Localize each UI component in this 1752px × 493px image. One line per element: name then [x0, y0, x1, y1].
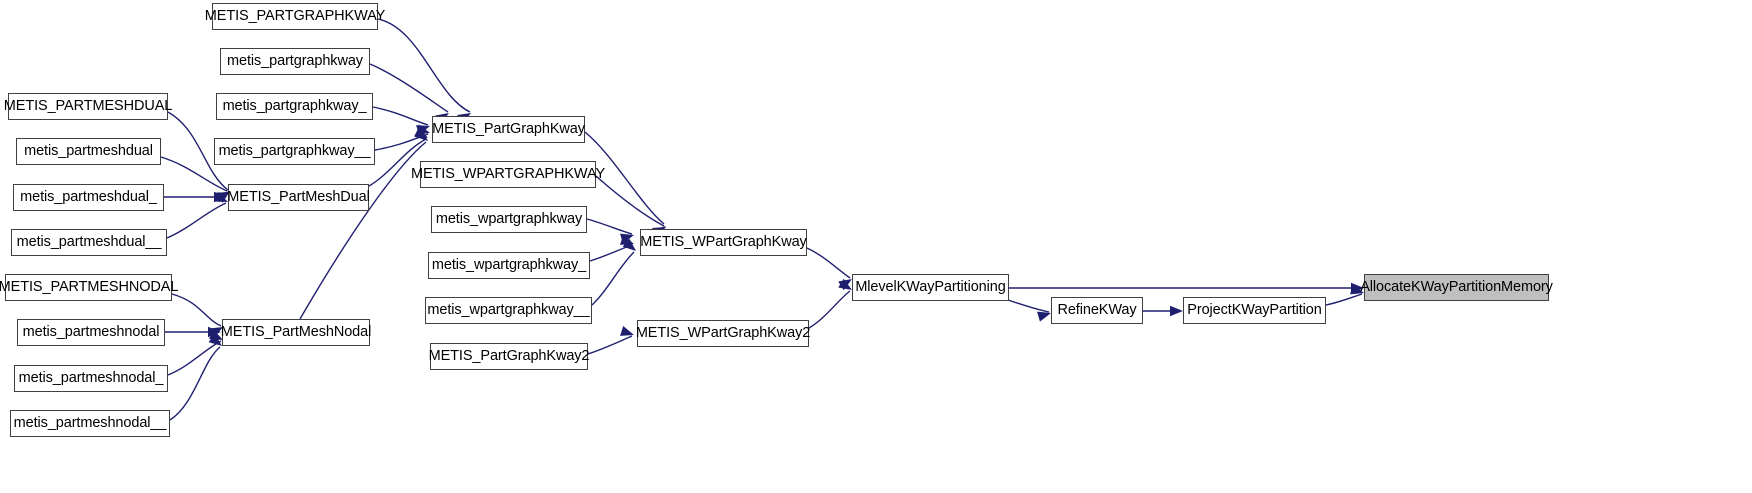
- graph-node-label: metis_partgraphkway__: [218, 143, 371, 160]
- graph-node-label: metis_partmeshnodal__: [13, 415, 167, 432]
- call-edge: [167, 340, 222, 376]
- call-edge: [171, 293, 222, 327]
- graph-node-label: metis_wpartgraphkway_: [431, 257, 587, 274]
- graph-node-label: metis_wpartgraphkway__: [427, 302, 590, 319]
- graph-node-label: METIS_PARTMESHNODAL: [0, 279, 179, 296]
- call-edge: [589, 244, 633, 262]
- graph-node-metis-partmeshdual[interactable]: metis_partmeshdual_: [13, 184, 164, 211]
- graph-node-label: METIS_WPartGraphKway: [640, 234, 807, 251]
- call-edge: [166, 202, 227, 239]
- graph-node-label: ProjectKWayPartition: [1187, 302, 1322, 319]
- graph-node-label: metis_partmeshdual__: [16, 234, 162, 251]
- graph-node-metis-partmeshnodal[interactable]: METIS_PartMeshNodal: [221, 319, 371, 346]
- graph-node-metis-partmeshnodal[interactable]: metis_partmeshnodal: [17, 319, 165, 346]
- graph-node-label: METIS_PARTMESHDUAL: [3, 98, 173, 115]
- graph-node-metis-wpartgraphkway2[interactable]: METIS_WPartGraphKway2: [636, 320, 810, 347]
- graph-node-label: MlevelKWayPartitioning: [855, 279, 1006, 296]
- graph-node-metis-partmeshdual[interactable]: METIS_PartMeshDual: [227, 184, 370, 211]
- call-edge: [806, 247, 851, 279]
- call-edge: [369, 63, 449, 113]
- graph-node-metis-wpartgraphkway[interactable]: metis_wpartgraphkway__: [425, 297, 592, 324]
- graph-node-mlevelkwaypartitioning[interactable]: MlevelKWayPartitioning: [852, 274, 1009, 301]
- call-edge: [1325, 293, 1363, 306]
- graph-node-projectkwaypartition[interactable]: ProjectKWayPartition: [1183, 297, 1326, 324]
- call-edge: [808, 290, 851, 329]
- graph-node-label: METIS_WPartGraphKway2: [635, 325, 811, 342]
- graph-node-metis-wpartgraphkway[interactable]: METIS_WPARTGRAPHKWAY: [411, 161, 605, 188]
- graph-node-label: RefineKWay: [1057, 302, 1137, 319]
- graph-node-metis-partmeshnodal[interactable]: METIS_PARTMESHNODAL: [0, 274, 178, 301]
- call-edge: [591, 251, 635, 306]
- edge-arrowhead: [620, 233, 634, 244]
- graph-node-metis-partmeshdual[interactable]: metis_partmeshdual: [16, 138, 161, 165]
- call-edge: [595, 175, 665, 227]
- graph-node-label: METIS_PARTGRAPHKWAY: [204, 8, 386, 25]
- call-edge: [377, 18, 471, 113]
- graph-node-metis-partgraphkway[interactable]: metis_partgraphkway: [220, 48, 370, 75]
- graph-node-metis-wpartgraphkway[interactable]: metis_wpartgraphkway: [431, 206, 587, 233]
- graph-node-label: metis_partmeshnodal_: [18, 370, 164, 387]
- graph-node-label: METIS_WPARTGRAPHKWAY: [410, 166, 606, 183]
- graph-node-metis-partgraphkway[interactable]: metis_partgraphkway__: [214, 138, 375, 165]
- edge-arrowhead: [620, 235, 634, 245]
- call-edge: [586, 218, 633, 235]
- graph-node-label: AllocateKWayPartitionMemory: [1360, 279, 1553, 296]
- graph-node-label: METIS_PartMeshNodal: [220, 324, 372, 341]
- graph-node-metis-partmeshdual[interactable]: METIS_PARTMESHDUAL: [4, 93, 172, 120]
- graph-node-metis-partmeshnodal[interactable]: metis_partmeshnodal_: [14, 365, 168, 392]
- graph-node-metis-partmeshnodal[interactable]: metis_partmeshnodal__: [10, 410, 170, 437]
- graph-node-metis-partgraphkway[interactable]: METIS_PartGraphKway: [432, 116, 585, 143]
- graph-node-metis-partmeshdual[interactable]: metis_partmeshdual__: [11, 229, 167, 256]
- graph-node-metis-partgraphkway2[interactable]: METIS_PartGraphKway2: [429, 343, 590, 370]
- graph-node-metis-partgraphkway[interactable]: metis_partgraphkway_: [216, 93, 373, 120]
- graph-node-allocatekwaypartitionmemory[interactable]: AllocateKWayPartitionMemory: [1360, 274, 1553, 301]
- graph-node-metis-wpartgraphkway[interactable]: METIS_WPartGraphKway: [640, 229, 807, 256]
- graph-node-label: metis_wpartgraphkway: [435, 211, 583, 228]
- call-edge: [169, 346, 221, 421]
- call-edge: [1004, 298, 1050, 313]
- graph-node-label: metis_partgraphkway: [227, 53, 363, 70]
- graph-node-label: METIS_PartGraphKway: [432, 121, 585, 138]
- graph-node-refinekway[interactable]: RefineKWay: [1051, 297, 1143, 324]
- graph-node-label: metis_partgraphkway_: [222, 98, 367, 115]
- graph-node-label: metis_partmeshdual_: [20, 189, 157, 206]
- call-edge: [372, 106, 429, 126]
- graph-node-label: METIS_PartGraphKway2: [428, 348, 590, 365]
- graph-node-label: METIS_PartMeshDual: [227, 189, 370, 206]
- graph-node-label: metis_partmeshnodal: [22, 324, 160, 341]
- graph-node-metis-partgraphkway[interactable]: METIS_PARTGRAPHKWAY: [205, 3, 385, 30]
- graph-node-label: metis_partmeshdual: [24, 143, 153, 160]
- graph-node-metis-wpartgraphkway[interactable]: metis_wpartgraphkway_: [428, 252, 590, 279]
- call-edge: [374, 133, 429, 151]
